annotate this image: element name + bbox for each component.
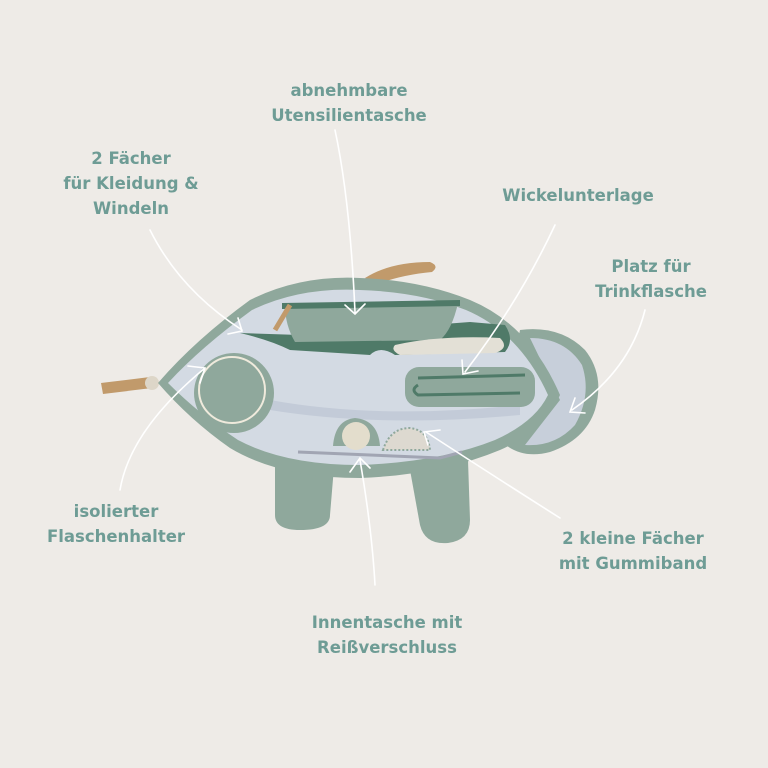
label-line: mit Gummiband [558, 554, 708, 573]
bag-leg-right [410, 460, 470, 544]
label-clothes-compartments: 2 Fächer für Kleidung & Windeln [63, 146, 198, 221]
changing-mat-top [393, 337, 504, 355]
label-line: abnehmbare [290, 81, 408, 100]
label-line: Platz für [611, 257, 691, 276]
label-changing-mat: Wickelunterlage [502, 183, 654, 208]
strap-top [365, 262, 436, 285]
label-line: 2 Fächer [91, 149, 171, 168]
small-pocket-right [381, 426, 432, 451]
label-line: Trinkflasche [595, 282, 707, 301]
label-line: für Kleidung & [63, 174, 199, 193]
label-line: Innentasche mit [311, 613, 463, 632]
label-utensil-pouch: abnehmbare Utensilientasche [271, 78, 427, 128]
label-line: Reißverschluss [317, 638, 457, 657]
bottle-holder [194, 353, 274, 433]
zip-pocket [297, 450, 463, 460]
label-line: 2 kleine Fächer [562, 529, 704, 548]
label-bottle-space: Platz für Trinkflasche [595, 254, 707, 304]
label-line: Wickelunterlage [502, 186, 654, 205]
label-line: Windeln [92, 199, 169, 218]
label-line: Flaschenhalter [46, 527, 186, 546]
label-line: isolierter [73, 502, 159, 521]
label-zip-pocket: Innentasche mit Reißverschluss [312, 610, 463, 660]
pointer-arrows [119, 129, 646, 586]
label-line: Utensilientasche [271, 106, 427, 125]
label-bottle-holder: isolierter Flaschenhalter [47, 499, 185, 549]
utensil-pouch [285, 303, 458, 342]
label-small-pockets: 2 kleine Fächer mit Gummiband [559, 526, 707, 576]
strap-left [101, 377, 152, 394]
